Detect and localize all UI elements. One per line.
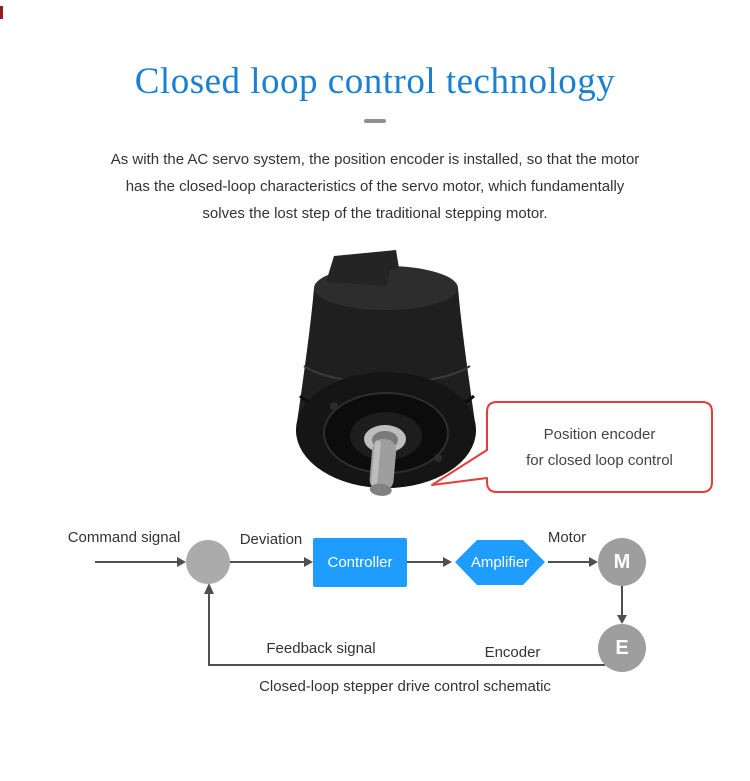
motor-node	[598, 538, 646, 586]
encoder-node	[598, 624, 646, 672]
controller-label: Controller	[327, 554, 393, 571]
callout-line-1: Position encoder	[543, 425, 656, 443]
callout-line-2: for closed loop control	[526, 451, 673, 469]
encoder-node-letter: E	[615, 636, 629, 659]
summing-junction	[186, 540, 230, 584]
page-title: Closed loop control technology	[134, 61, 616, 102]
callout-outline	[431, 401, 713, 493]
feedback-signal-label: Feedback signal	[266, 640, 376, 657]
motor-label: Motor	[547, 529, 587, 546]
callout-content: Position encoder for closed loop control	[487, 404, 712, 490]
encoder-label: Encoder	[484, 644, 541, 661]
motor-illustration	[296, 250, 476, 496]
intro-paragraph: As with the AC servo system, the positio…	[0, 146, 750, 227]
flow-arrows	[95, 557, 627, 666]
control-schematic	[95, 538, 646, 672]
motor-photo	[296, 250, 476, 496]
motor-shaft	[369, 438, 397, 496]
amplifier-hexagon	[455, 540, 545, 585]
intro-line-1: As with the AC servo system, the positio…	[110, 151, 640, 168]
motor-node-letter: M	[613, 550, 631, 573]
controller-box	[313, 538, 407, 587]
top-left-artifact	[0, 6, 3, 19]
intro-line-3: solves the lost step of the traditional …	[202, 205, 548, 222]
amplifier-label: Amplifier	[470, 554, 530, 571]
intro-line-2: has the closed-loop characteristics of t…	[125, 178, 625, 195]
title-divider	[364, 119, 386, 123]
deviation-label: Deviation	[239, 531, 303, 548]
command-signal-label: Command signal	[67, 529, 181, 546]
schematic-caption: Closed-loop stepper drive control schema…	[259, 678, 551, 695]
callout-bubble	[431, 401, 713, 493]
